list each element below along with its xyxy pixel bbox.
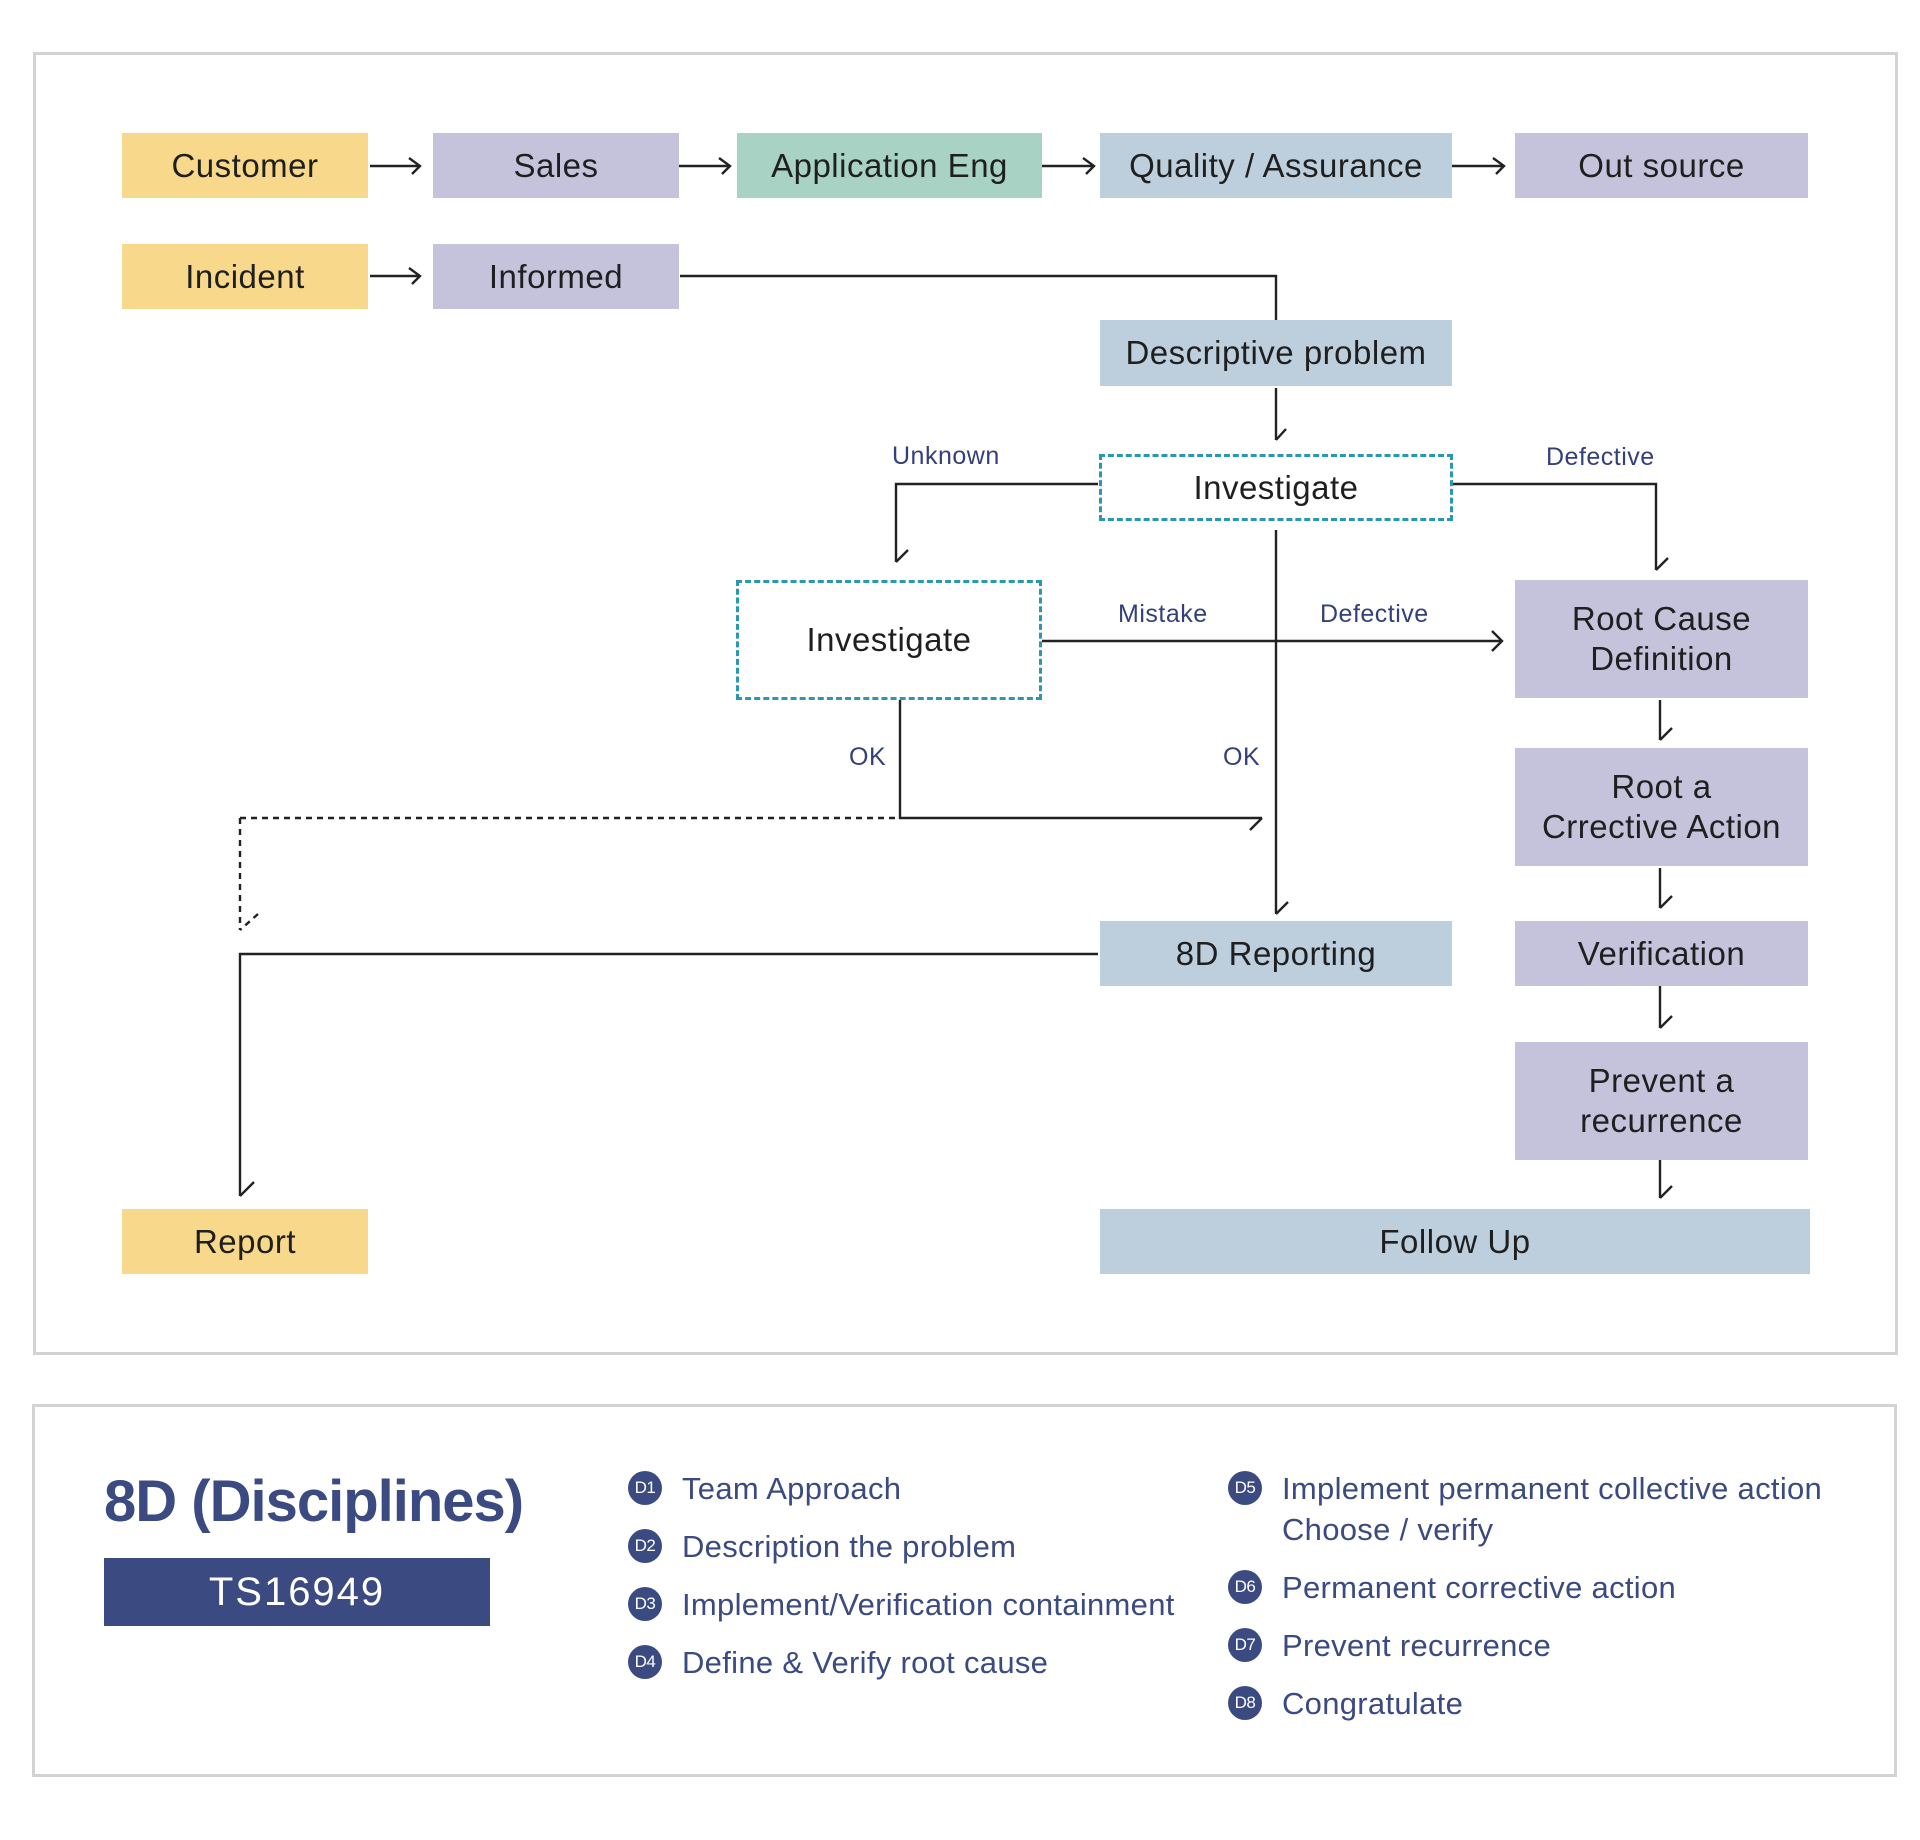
node-8d-reporting: 8D Reporting	[1100, 921, 1452, 986]
d4-badge: D4	[628, 1645, 662, 1679]
d2-badge: D2	[628, 1529, 662, 1563]
arrow-customer-sales	[370, 157, 422, 175]
node-report: Report	[122, 1209, 368, 1274]
node-verification: Verification	[1515, 921, 1808, 986]
legend-title: 8D (Disciplines)	[104, 1469, 524, 1534]
node-informed: Informed	[433, 244, 679, 309]
arrow-application-quality	[1040, 157, 1096, 175]
d8-badge: D8	[1228, 1686, 1262, 1720]
node-incident: Incident	[122, 244, 368, 309]
node-sales: Sales	[433, 133, 679, 198]
node-investigate-secondary: Investigate	[736, 580, 1042, 700]
legend-text-d1: Team Approach	[682, 1471, 902, 1506]
arrow-quality-outsource	[1450, 157, 1506, 175]
node-investigate-main: Investigate	[1099, 454, 1453, 521]
arrow-sales-application	[678, 157, 732, 175]
legend-item-d2: D2 Description the problem	[628, 1526, 1016, 1567]
node-root-corrective-action: Root a Crrective Action	[1515, 748, 1808, 866]
arrow-defective-branch	[1452, 482, 1669, 571]
node-root-cause-definition: Root Cause Definition	[1515, 580, 1808, 698]
legend-badge: TS16949	[104, 1558, 490, 1626]
node-customer: Customer	[122, 133, 368, 198]
legend-text-d2: Description the problem	[682, 1529, 1017, 1564]
node-descriptive-problem: Descriptive problem	[1100, 320, 1452, 386]
legend-item-d7: D7 Prevent recurrence	[1228, 1625, 1551, 1666]
arrow-rootcause-corrective	[1658, 700, 1673, 741]
edge-label-defective-top: Defective	[1546, 443, 1655, 471]
legend-text-d5: Implement permanent collective action Ch…	[1282, 1471, 1823, 1547]
d1-badge: D1	[628, 1471, 662, 1505]
d6-badge: D6	[1228, 1570, 1262, 1604]
legend-text-d7: Prevent recurrence	[1282, 1628, 1552, 1663]
arrow-corrective-verification	[1658, 868, 1673, 909]
node-prevent-recurrence: Prevent a recurrence	[1515, 1042, 1808, 1160]
legend-text-d4: Define & Verify root cause	[682, 1645, 1049, 1680]
legend-item-d3: D3 Implement/Verification containment	[628, 1584, 1175, 1625]
node-out-source: Out source	[1515, 133, 1808, 198]
d3-badge: D3	[628, 1587, 662, 1621]
edge-label-ok-left: OK	[849, 743, 887, 771]
arrow-unknown-branch	[894, 482, 1098, 563]
node-follow-up: Follow Up	[1100, 1209, 1810, 1274]
edge-label-unknown: Unknown	[892, 442, 1000, 470]
legend-text-d8: Congratulate	[1282, 1686, 1464, 1721]
arrow-incident-informed	[370, 267, 422, 285]
legend-item-d6: D6 Permanent corrective action	[1228, 1567, 1676, 1608]
edge-label-ok-right: OK	[1223, 743, 1261, 771]
legend-item-d8: D8 Congratulate	[1228, 1683, 1463, 1724]
legend-item-d4: D4 Define & Verify root cause	[628, 1642, 1048, 1683]
arrow-descriptive-investigate	[1274, 388, 1287, 441]
node-application-eng: Application Eng	[737, 133, 1042, 198]
legend-text-d6: Permanent corrective action	[1282, 1570, 1677, 1605]
legend-item-d1: D1 Team Approach	[628, 1468, 901, 1509]
d7-badge: D7	[1228, 1628, 1262, 1662]
arrow-verification-prevent	[1658, 986, 1673, 1029]
edge-label-mistake: Mistake	[1118, 600, 1208, 628]
edge-label-defective-mid: Defective	[1320, 600, 1429, 628]
arrow-prevent-followup	[1658, 1160, 1673, 1199]
arrow-ok-merge	[898, 698, 1263, 831]
legend-text-d3: Implement/Verification containment	[682, 1587, 1175, 1622]
arrow-reporting-report	[238, 952, 1098, 1197]
dashed-arrowhead	[239, 913, 259, 931]
arrow-mistake-rootcause	[1040, 630, 1504, 652]
connector-informed-descriptive	[680, 274, 1278, 322]
node-quality-assurance: Quality / Assurance	[1100, 133, 1452, 198]
d5-badge: D5	[1228, 1471, 1262, 1505]
legend-item-d5: D5 Implement permanent collective action…	[1228, 1468, 1822, 1550]
arrow-investigate-reporting	[1274, 530, 1289, 915]
